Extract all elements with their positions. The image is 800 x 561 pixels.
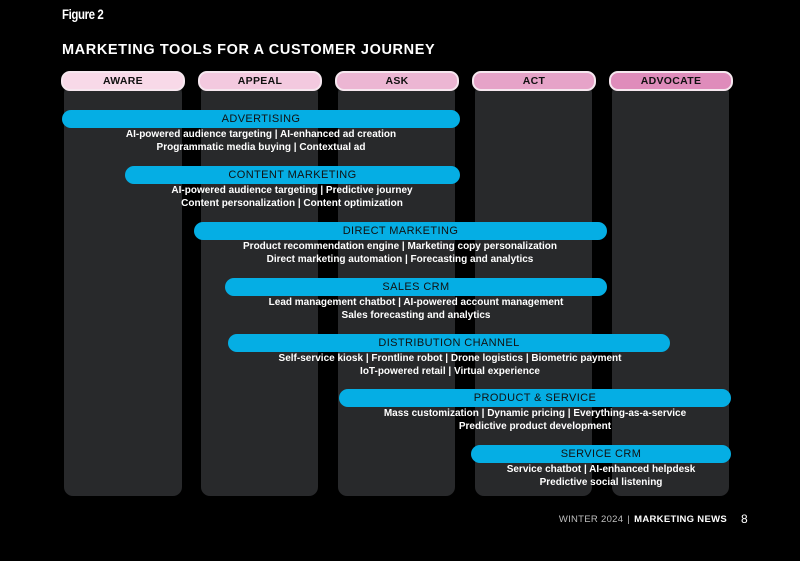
tool-desc-line: Service chatbot | AI-enhanced helpdesk [506, 464, 696, 475]
tool-desc-line: Predictive product development [458, 420, 612, 432]
tool-desc-line: Product recommendation engine | Marketin… [243, 241, 557, 252]
publication-name: MARKETING NEWS [634, 513, 728, 525]
stage-column-advocate [612, 84, 729, 496]
tool-bar-advertising: ADVERTISING [62, 110, 460, 128]
tool-name: SERVICE CRM [560, 448, 642, 460]
tool-name: DIRECT MARKETING [342, 225, 459, 237]
stage-header-act: ACT [472, 71, 596, 91]
tool-desc-line: AI-powered audience targeting | AI-enhan… [125, 129, 397, 140]
tool-desc-line: Lead management chatbot | AI-powered acc… [268, 297, 564, 308]
stage-header-advocate: ADVOCATE [609, 71, 733, 91]
issue-label: WINTER 2024 [558, 513, 624, 525]
tool-bar-distribution-channel: DISTRIBUTION CHANNEL [228, 334, 670, 352]
tool-name: PRODUCT & SERVICE [473, 392, 597, 404]
stage-label: APPEAL [237, 75, 283, 87]
tool-name: DISTRIBUTION CHANNEL [378, 337, 520, 349]
tool-desc-line: Direct marketing automation | Forecastin… [266, 253, 534, 265]
stage-header-ask: ASK [335, 71, 459, 91]
tool-desc-line: Predictive social listening [539, 476, 663, 488]
stage-header-aware: AWARE [61, 71, 185, 91]
stage-label: ADVOCATE [640, 75, 702, 87]
tool-desc-line: Mass customization | Dynamic pricing | E… [383, 408, 687, 419]
figure-label: Figure 2 [62, 6, 104, 22]
tool-desc-line: Self-service kiosk | Frontline robot | D… [278, 353, 622, 364]
tool-name: ADVERTISING [221, 113, 301, 125]
tool-name: CONTENT MARKETING [228, 169, 357, 181]
tool-bar-content-marketing: CONTENT MARKETING [125, 166, 460, 184]
tool-desc-line: Programmatic media buying | Contextual a… [156, 141, 366, 153]
footer-separator: | [627, 513, 631, 525]
page-footer: WINTER 2024 | MARKETING NEWS 8 [559, 512, 748, 526]
stage-label: ASK [385, 75, 409, 87]
tool-desc-line: Content personalization | Content optimi… [181, 197, 403, 209]
stage-column-aware [64, 84, 182, 496]
tool-desc-line: IoT-powered retail | Virtual experience [360, 365, 540, 377]
page-number: 8 [741, 512, 748, 526]
tool-bar-sales-crm: SALES CRM [225, 278, 607, 296]
diagram-title: MARKETING TOOLS FOR A CUSTOMER JOURNEY [62, 42, 436, 58]
tool-bar-product-service: PRODUCT & SERVICE [339, 389, 731, 407]
stage-label: AWARE [102, 75, 143, 87]
tool-name: SALES CRM [382, 281, 450, 293]
tool-desc-line: Sales forecasting and analytics [341, 309, 491, 321]
tool-bar-direct-marketing: DIRECT MARKETING [194, 222, 607, 240]
stage-label: ACT [522, 75, 546, 87]
stage-header-appeal: APPEAL [198, 71, 322, 91]
tool-desc-line: AI-powered audience targeting | Predicti… [171, 185, 413, 196]
tool-bar-service-crm: SERVICE CRM [471, 445, 731, 463]
